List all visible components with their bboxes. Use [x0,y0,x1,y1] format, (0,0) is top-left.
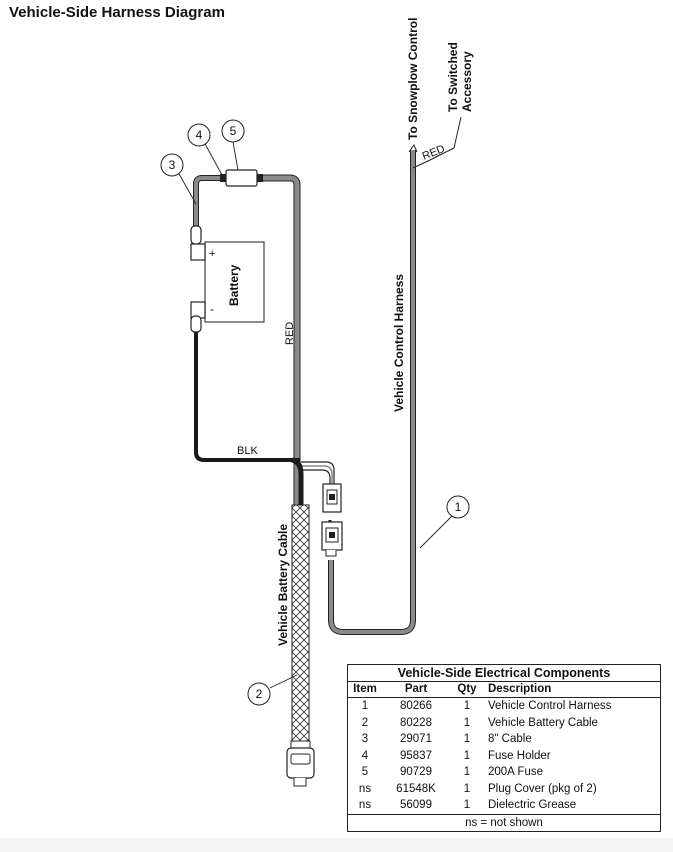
table-row: 3 29071 1 8" Cable [361,733,532,745]
callout-2: 2 [247,674,298,706]
svg-text:2: 2 [256,687,263,701]
callout-3: 3 [160,153,197,205]
svg-text:1: 1 [455,500,462,514]
table-row: 2 80228 1 Vehicle Battery Cable [361,716,598,729]
fuse-200a [225,169,258,187]
table-row: ns 56099 1 Dielectric Grease [358,799,577,811]
header-qty: Qty [450,682,484,698]
svg-text:3: 3 [169,158,176,172]
red-label-top: RED [421,143,447,163]
table-row: 1 80266 1 Vehicle Control Harness [361,700,612,712]
callout-5: 5 [221,119,245,171]
plus-sign: + [209,248,215,260]
parts-table-grid: Item Part Qty Description 1 80266 1 Vehi… [348,682,660,814]
diagram-title: Vehicle-Side Harness Diagram [9,4,225,21]
battery-label: Battery [227,264,241,306]
header-item: Item [348,682,382,698]
positive-terminal [190,243,206,261]
callout-1: 1 [419,495,470,549]
blk-label: BLK [237,445,258,457]
table-row: 4 95837 1 Fuse Holder [361,749,551,762]
red-label-side: RED [284,322,296,345]
red-power-wire [258,174,301,505]
header-part: Part [382,682,450,698]
to-switched-label-1: To Switched [446,42,460,112]
black-ground-wire [190,315,304,505]
svg-text:5: 5 [230,124,237,138]
vehicle-control-harness [301,116,462,635]
svg-text:4: 4 [196,128,203,142]
fuse-holder [220,169,263,187]
vehicle-control-harness-label: Vehicle Control Harness [392,274,406,412]
eight-inch-cable [190,175,226,245]
minus-sign: - [210,302,214,316]
parts-table-footnote: ns = not shown [348,813,660,831]
battery: + - Battery [190,241,265,323]
parts-table-title: Vehicle-Side Electrical Components [348,665,660,682]
callout-4: 4 [187,123,223,176]
vehicle-battery-cable-label: Vehicle Battery Cable [276,524,290,646]
parts-table-header-row: Item Part Qty Description [348,682,660,698]
table-row: ns 61548K 1 Plug Cover (pkg of 2) [358,782,597,795]
to-snowplow-label: To Snowplow Control [406,18,420,140]
table-row: 5 90729 1 200A Fuse [361,766,543,778]
parts-table: Vehicle-Side Electrical Components Item … [347,664,661,832]
vehicle-battery-cable [286,504,315,787]
header-description: Description [484,682,660,698]
to-switched-label-2: Accessory [460,51,474,112]
